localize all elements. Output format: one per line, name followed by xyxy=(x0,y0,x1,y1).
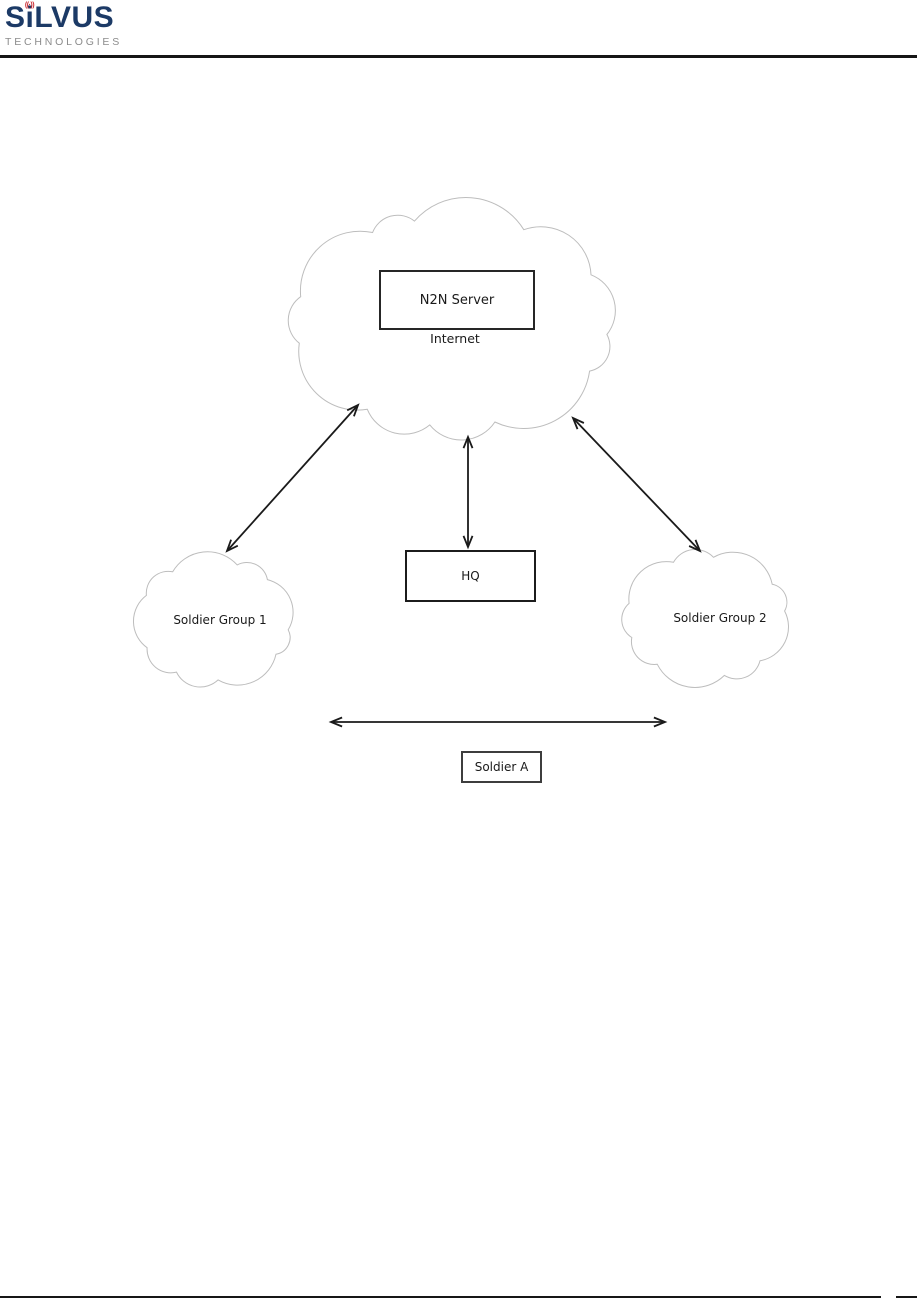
soldier-group-1-label: Soldier Group 1 xyxy=(173,613,267,627)
link-internet-group2-arrowhead-end xyxy=(688,539,702,553)
hq-label: HQ xyxy=(461,569,480,583)
link-internet-group1 xyxy=(226,404,359,552)
logo-brand-text: SiLVUS xyxy=(5,1,115,34)
link-internet-hq-arrowhead-start xyxy=(462,434,474,449)
link-internet-group2-arrowhead-start xyxy=(571,416,585,430)
soldier-group-1-cloud-shape xyxy=(133,551,294,688)
soldier-group-2-cloud-shape xyxy=(621,548,789,688)
soldier-a-label: Soldier A xyxy=(474,760,529,774)
link-internet-group2 xyxy=(572,417,701,552)
logo-subtitle-text: TECHNOLOGIES xyxy=(5,36,123,48)
soldier-group-2-label: Soldier Group 2 xyxy=(673,611,767,625)
wireless-signal-icon: ((·)) xyxy=(24,2,35,9)
link-group1-group2-arrowhead-end xyxy=(653,716,668,728)
footer-rule-right-segment xyxy=(896,1296,917,1298)
footer-rule xyxy=(0,1296,881,1298)
silvus-logo: ((·)) SiLVUS TECHNOLOGIES xyxy=(5,1,123,48)
link-internet-group1-arrowhead-start xyxy=(346,403,360,417)
soldier-a-node: Soldier A xyxy=(461,751,542,783)
logo-brand-row: ((·)) SiLVUS xyxy=(5,1,115,34)
internet-label: Internet xyxy=(430,331,480,346)
n2n-server-node: N2N Server xyxy=(379,270,535,330)
hq-node: HQ xyxy=(405,550,536,602)
n2n-server-label: N2N Server xyxy=(419,292,495,308)
link-internet-group1-arrowhead-end xyxy=(225,539,239,553)
link-group1-group2-arrowhead-start xyxy=(328,716,343,728)
link-internet-hq-arrowhead-end xyxy=(462,535,474,550)
header-rule xyxy=(0,55,917,58)
